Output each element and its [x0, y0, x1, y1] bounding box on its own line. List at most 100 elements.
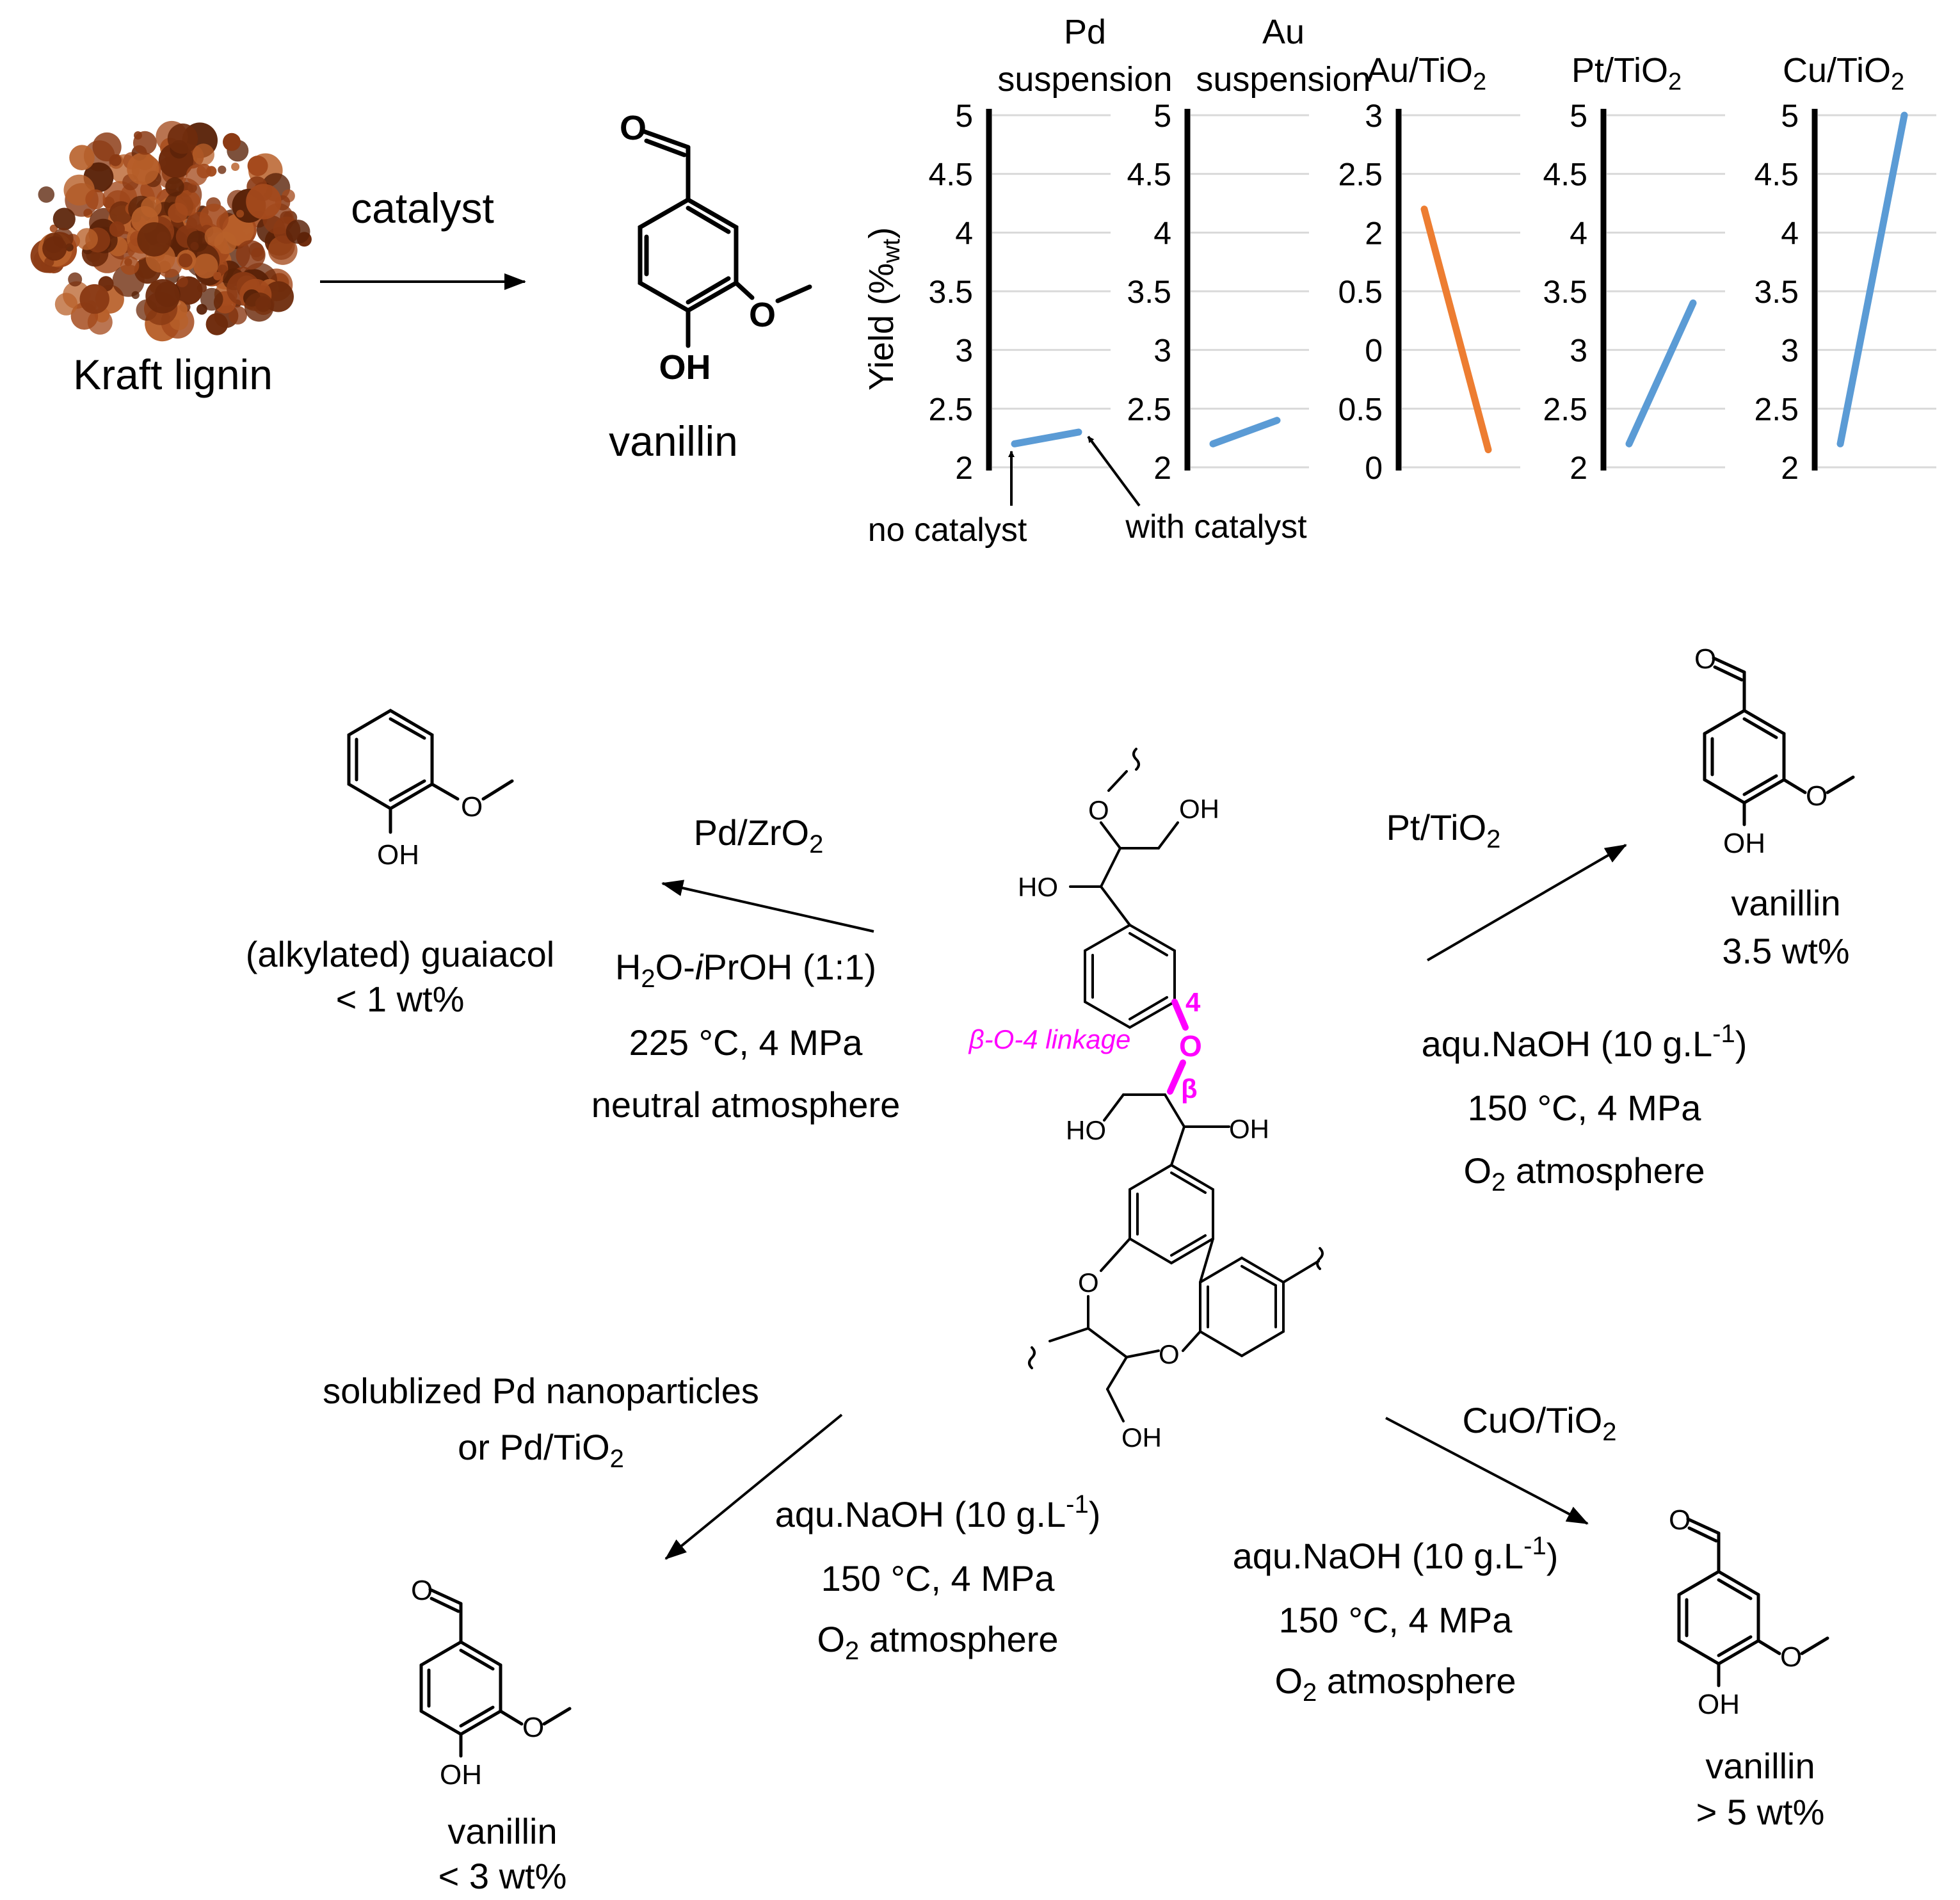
series-line	[1625, 299, 1697, 447]
lignin-model-structure	[1028, 748, 1324, 1422]
powder-grain	[54, 293, 78, 316]
series-line	[1209, 417, 1281, 447]
y-tick-label: 5	[1781, 98, 1799, 134]
hydroxyl-label: OH	[659, 348, 711, 387]
panel-title: Cu/TiO2	[1783, 51, 1904, 95]
bond	[1756, 1639, 1781, 1655]
bond	[459, 1705, 495, 1728]
vanillin-pd-label: vanillin	[447, 1811, 557, 1851]
y-tick-label: 5	[1570, 98, 1587, 134]
powder-grain	[145, 279, 180, 314]
pd-zro2-conditions-2: neutral atmosphere	[591, 1084, 901, 1125]
powder-grain	[69, 145, 95, 170]
pd-zro2-conditions-1: 225 °C, 4 MPa	[629, 1022, 864, 1063]
with-catalyst-label: with catalyst	[1125, 508, 1307, 545]
powder-grain	[76, 228, 98, 250]
panel-title: Au/TiO2	[1367, 51, 1486, 95]
pd-np-conditions-2: O2 atmosphere	[817, 1619, 1058, 1665]
aldehyde-o: O	[1694, 643, 1716, 675]
y-tick-label: 4.5	[1127, 157, 1171, 193]
powder-grain	[92, 132, 122, 162]
vanillin-label-top: vanillin	[609, 417, 738, 465]
powder-grain	[218, 165, 227, 174]
powder-grain	[236, 240, 266, 270]
powder-grain	[178, 253, 193, 268]
powder-grain	[38, 186, 55, 203]
powder-grain	[190, 241, 199, 251]
pd-zro2-solvent: H2O-iPrOH (1:1)	[615, 947, 876, 993]
y-tick-label: 2.5	[1543, 391, 1587, 427]
y-tick-label: 3	[1153, 333, 1171, 369]
catalyst-label: catalyst	[351, 184, 494, 232]
bond	[459, 1640, 502, 1667]
y-tick-label: 2	[955, 450, 973, 486]
cuo-conditions-naoh: aqu.NaOH (10 g.L-1)	[1233, 1532, 1559, 1576]
center-oh-lower: OH	[1229, 1114, 1269, 1144]
center-oh-top: OH	[1179, 794, 1219, 824]
position-4-label: 4	[1185, 987, 1201, 1017]
bond	[499, 1709, 524, 1726]
aldehyde-oxygen: O	[620, 109, 647, 147]
aldehyde-o: O	[1669, 1504, 1691, 1536]
center-oh-bottom: OH	[1121, 1422, 1162, 1453]
panel-title: Pt/TiO2	[1571, 51, 1682, 95]
with-catalyst-pointer	[1087, 435, 1141, 507]
powder-grain	[236, 209, 245, 218]
bond	[1826, 775, 1855, 794]
pt-tio2-conditions-1: 150 °C, 4 MPa	[1468, 1088, 1702, 1128]
bond	[1703, 709, 1746, 736]
y-tick-label: 3	[1365, 98, 1383, 134]
aldehyde-o: O	[411, 1575, 433, 1606]
vanillin-cuo-yield: > 5 wt%	[1696, 1792, 1825, 1832]
cuo-conditions-2: O2 atmosphere	[1274, 1661, 1516, 1707]
lignin-powder-image	[30, 120, 312, 342]
y-tick-label: 4	[1153, 215, 1171, 251]
powder-grain	[131, 291, 140, 300]
y-tick-label: 0.5	[1338, 391, 1383, 427]
hydroxyl-oh: OH	[1723, 828, 1765, 859]
panel-title-line1: Pd	[1064, 13, 1106, 51]
methoxy-o: O	[1780, 1641, 1802, 1673]
center-ring-o-bottom: O	[1159, 1339, 1180, 1369]
powder-grain	[188, 183, 197, 193]
vanillin-structure-top	[638, 129, 812, 348]
y-tick-label: 5	[955, 98, 973, 134]
bond	[419, 1709, 463, 1736]
y-tick-label: 3.5	[1543, 274, 1587, 310]
bond	[1717, 1570, 1760, 1597]
powder-grain	[200, 287, 223, 311]
powder-grain	[165, 177, 184, 197]
arrow-to-vanillin-pt	[1426, 844, 1627, 962]
bond	[1712, 656, 1746, 674]
vanillin-pd-yield: < 3 wt%	[438, 1856, 567, 1896]
y-tick-label: 5	[1153, 98, 1171, 134]
bond	[428, 1588, 463, 1606]
y-tick-label: 4	[1570, 215, 1587, 251]
panel-title-line1: Au	[1262, 13, 1305, 51]
hydroxyl-oh: OH	[1698, 1689, 1740, 1720]
pd-np-catalyst-1: solublized Pd nanoparticles	[323, 1371, 759, 1411]
y-axis-label: Yield (%wt)	[862, 227, 905, 390]
arrow-to-vanillin-pd	[664, 1413, 843, 1560]
powder-grain	[246, 184, 282, 220]
cuo-conditions-1: 150 °C, 4 MPa	[1279, 1600, 1513, 1640]
y-tick-label: 3.5	[1754, 274, 1799, 310]
powder-grain	[218, 264, 228, 275]
y-tick-label: 2	[1781, 450, 1799, 486]
powder-grain	[204, 227, 225, 246]
y-tick-label: 4.5	[928, 157, 973, 193]
pt-tio2-conditions-naoh: aqu.NaOH (10 g.L-1)	[1422, 1020, 1747, 1064]
bond	[1717, 1635, 1753, 1657]
panel-title-line2: suspension	[997, 60, 1172, 99]
powder-grain	[127, 152, 159, 185]
powder-grain	[205, 313, 229, 335]
pt-tio2-conditions-2: O2 atmosphere	[1463, 1150, 1705, 1196]
powder-grain	[193, 254, 218, 278]
bond	[459, 1648, 495, 1671]
vanillin-pt-yield: 3.5 wt%	[1722, 931, 1849, 971]
powder-grain	[176, 275, 188, 287]
bond	[1703, 778, 1746, 805]
panel-title-line2: suspension	[1196, 60, 1370, 99]
